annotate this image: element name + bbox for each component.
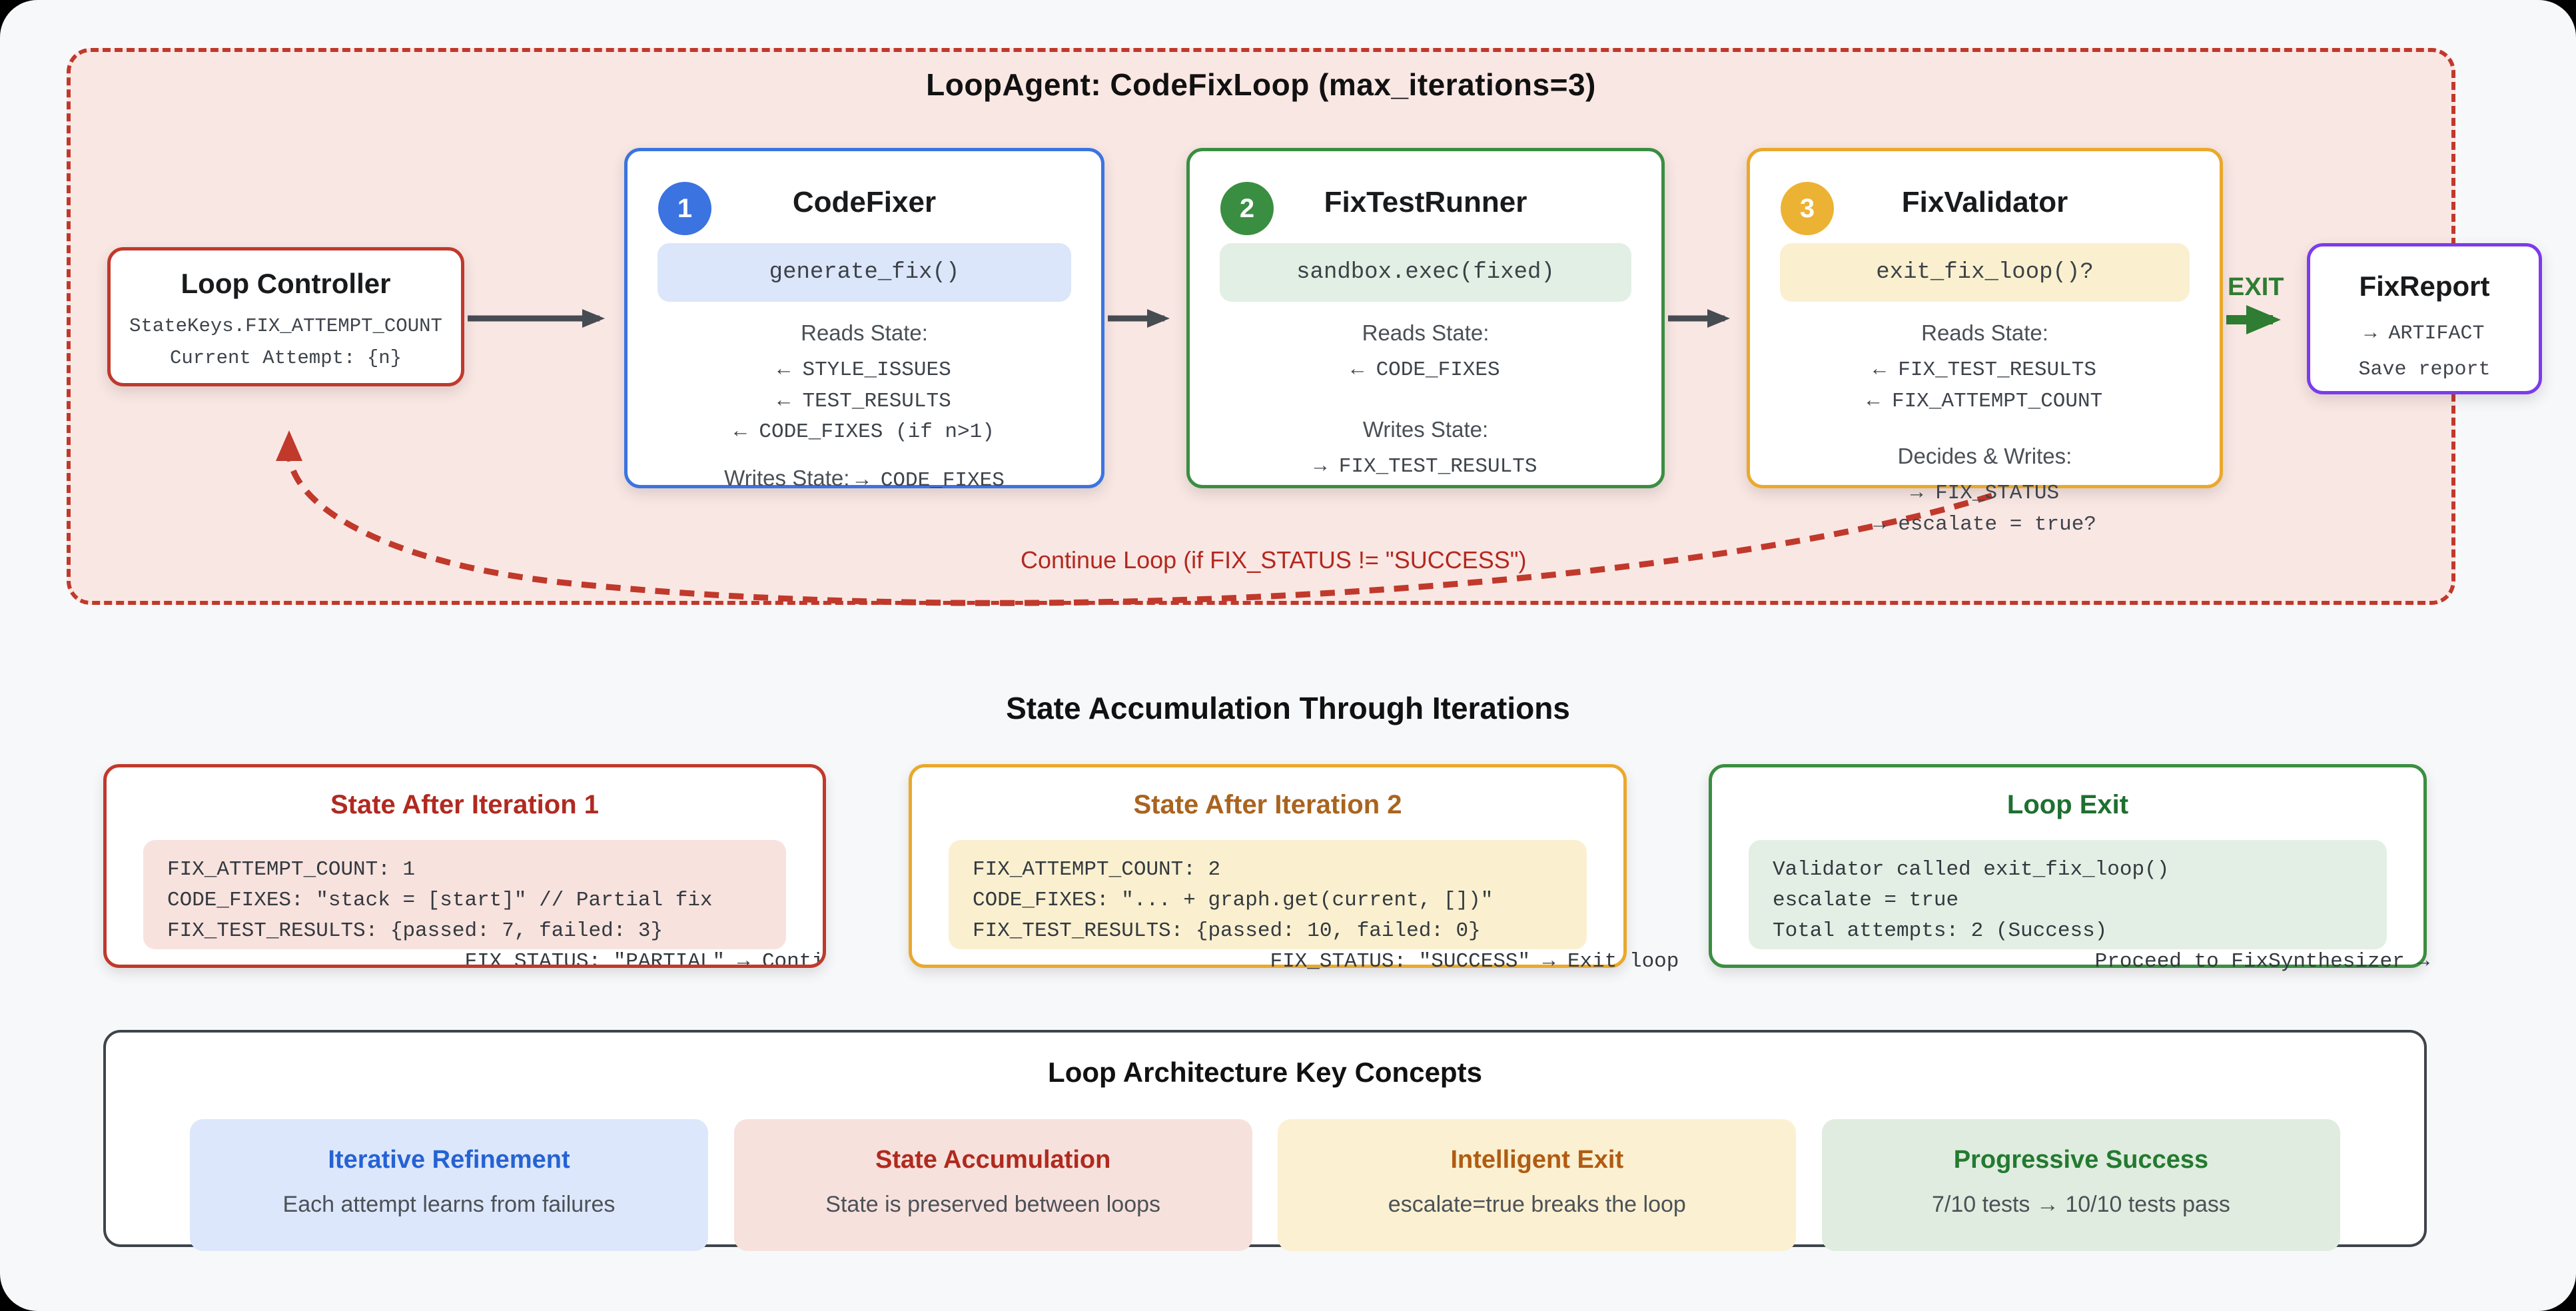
codefixer-function-pill: generate_fix() — [657, 243, 1071, 302]
codefixer-title: CodeFixer — [792, 186, 937, 218]
fixvalidator-writes-label: Decides & Writes: — [1897, 444, 2072, 468]
fixvalidator-title: FixValidator — [1901, 186, 2068, 218]
state-card-loop-exit: Loop Exit Validator called exit_fix_loop… — [1709, 764, 2429, 973]
concept-1-subtitle: Each attempt learns from failures — [282, 1192, 616, 1217]
state-card-1-code: FIX_ATTEMPT_COUNT: 1 CODE_FIXES: "stack … — [167, 858, 824, 968]
concept-4-subtitle: 7/10 tests → 10/10 tests pass — [1932, 1192, 2230, 1217]
concept-4-title: Progressive Success — [1953, 1146, 2209, 1174]
concept-3-title: Intelligent Exit — [1450, 1146, 1624, 1174]
state-card-1-title: State After Iteration 1 — [330, 790, 600, 819]
node-fixreport: FixReport → ARTIFACT Save report — [2307, 243, 2542, 394]
loop-title: LoopAgent: CodeFixLoop (max_iterations=3… — [926, 67, 1596, 102]
codefixer-writes-label: Writes State: — [724, 465, 850, 490]
exit-label: EXIT — [2228, 273, 2284, 301]
fixvalidator-writes-list: → FIX_STATUS → escalate = true? — [1873, 482, 2096, 536]
fixtestrunner-writes-label: Writes State: — [1362, 416, 1489, 442]
step-3-badge: 3 — [1781, 182, 1834, 235]
fixreport-title: FixReport — [2359, 270, 2490, 302]
fixtestrunner-title: FixTestRunner — [1324, 186, 1527, 218]
fixtestrunner-writes-list: → FIX_TEST_RESULTS — [1314, 454, 1537, 478]
state-card-1-code-block: FIX_ATTEMPT_COUNT: 1 CODE_FIXES: "stack … — [143, 840, 823, 965]
concept-3-subtitle: escalate=true breaks the loop — [1388, 1192, 1686, 1217]
state-card-2-code: FIX_ATTEMPT_COUNT: 2 CODE_FIXES: "... + … — [973, 858, 1679, 973]
loop-controller-statekeys: StateKeys.FIX_ATTEMPT_COUNT Current Atte… — [129, 315, 442, 369]
codefixer-reads-list: ← STYLE_ISSUES ← TEST_RESULTS ← CODE_FIX… — [734, 358, 995, 444]
loop-controller-title: Loop Controller — [181, 268, 391, 299]
state-card-iteration-1: State After Iteration 1 FIX_ATTEMPT_COUN… — [103, 764, 826, 968]
concept-1-title: Iterative Refinement — [328, 1146, 570, 1174]
node-loop-controller: Loop Controller StateKeys.FIX_ATTEMPT_CO… — [107, 247, 464, 386]
step-1-badge: 1 — [658, 182, 711, 235]
fixtestrunner-reads-list: ← CODE_FIXES — [1351, 358, 1500, 382]
key-concepts-title: Loop Architecture Key Concepts — [1048, 1057, 1482, 1088]
continue-loop-label: Continue Loop (if FIX_STATUS != "SUCCESS… — [1021, 546, 1527, 574]
key-concepts-row: Iterative Refinement Each attempt learns… — [106, 1119, 2424, 1251]
node-codefixer: 1 CodeFixer generate_fix() Reads State: … — [624, 148, 1104, 492]
concept-intelligent-exit: Intelligent Exit escalate=true breaks th… — [1278, 1119, 1797, 1251]
concept-2-title: State Accumulation — [875, 1146, 1111, 1174]
fixreport-lines: → ARTIFACT Save report — [2358, 322, 2491, 381]
codefixer-writes-row: Writes State: → CODE_FIXES — [628, 466, 1101, 492]
concept-progressive-success: Progressive Success 7/10 tests → 10/10 t… — [1821, 1119, 2340, 1251]
codefixer-writes-value: → CODE_FIXES — [855, 468, 1005, 492]
state-card-3-code-block: Validator called exit_fix_loop() escalat… — [1749, 840, 2429, 973]
state-card-iteration-2: State After Iteration 2 FIX_ATTEMPT_COUN… — [909, 764, 1679, 973]
fixvalidator-reads-label: Reads State: — [1921, 320, 2048, 345]
state-card-2-code-block: FIX_ATTEMPT_COUNT: 2 CODE_FIXES: "... + … — [949, 840, 1679, 973]
concept-iterative-refinement: Iterative Refinement Each attempt learns… — [190, 1119, 708, 1251]
concept-2-subtitle: State is preserved between loops — [825, 1192, 1161, 1217]
state-card-2-title: State After Iteration 2 — [1133, 790, 1402, 819]
step-2-badge: 2 — [1220, 182, 1274, 235]
fixtestrunner-reads-label: Reads State: — [1362, 320, 1490, 345]
state-section-title: State Accumulation Through Iterations — [1006, 691, 1570, 725]
fixvalidator-reads-list: ← FIX_TEST_RESULTS ← FIX_ATTEMPT_COUNT — [1867, 358, 2103, 413]
fixtestrunner-function-pill: sandbox.exec(fixed) — [1220, 243, 1631, 302]
state-card-3-title: Loop Exit — [2006, 790, 2129, 819]
node-fixtestrunner: 2 FixTestRunner sandbox.exec(fixed) Read… — [1186, 148, 1665, 488]
fixvalidator-function-pill: exit_fix_loop()? — [1780, 243, 2190, 302]
state-card-3-code: Validator called exit_fix_loop() escalat… — [1773, 858, 2429, 973]
key-concepts-panel: Loop Architecture Key Concepts Iterative… — [103, 1030, 2427, 1251]
node-fixvalidator: 3 FixValidator exit_fix_loop()? Reads St… — [1747, 148, 2223, 536]
concept-state-accumulation: State Accumulation State is preserved be… — [733, 1119, 1252, 1251]
codefixer-reads-label: Reads State: — [801, 320, 928, 345]
